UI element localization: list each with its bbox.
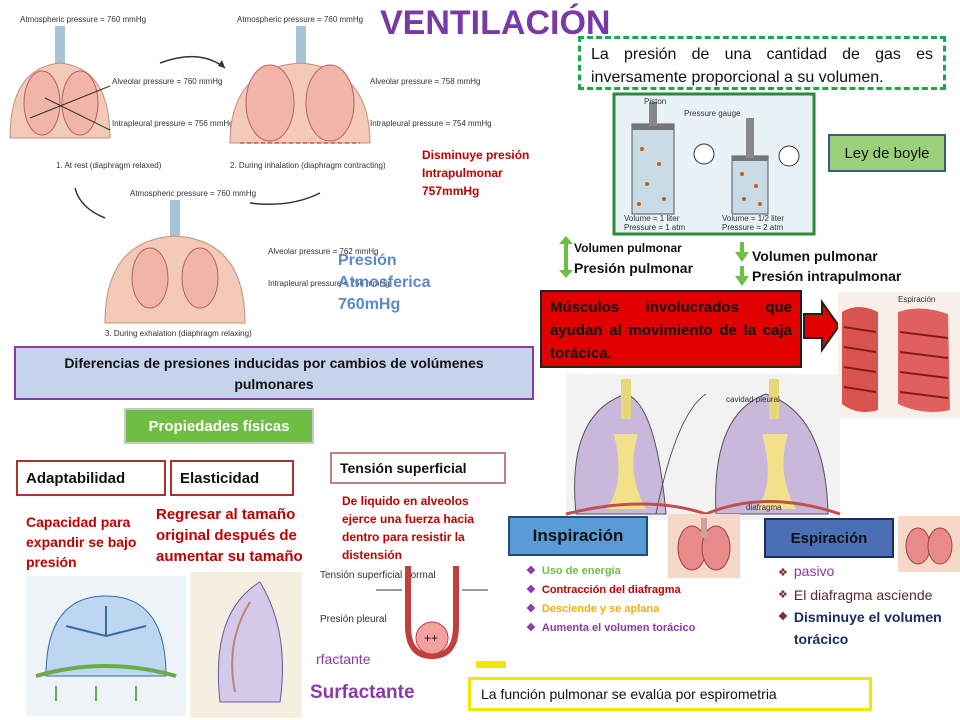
gauge-label: Pressure gauge bbox=[684, 109, 741, 118]
sf-label: rfactante bbox=[316, 651, 371, 667]
atm-label-3: Atmospheric pressure = 760 mmHg bbox=[130, 189, 256, 198]
caption-rest: 1. At rest (diaphragm relaxed) bbox=[56, 161, 162, 170]
lungs-panel-inhalation: Atmospheric pressure = 760 mmHg Alveolar… bbox=[229, 15, 492, 170]
boyle-statement: La presión de una cantidad de gas es inv… bbox=[578, 36, 946, 90]
pressure-1: Pressure = 1 atm bbox=[624, 223, 685, 232]
pressure-2: Pressure = 2 atm bbox=[722, 223, 783, 232]
insp-item: ❖Uso de energía bbox=[526, 565, 621, 577]
note-line: 757mmHg bbox=[422, 184, 480, 198]
ts-label: Tensión superficial normal bbox=[320, 570, 436, 581]
diferencias-box: Diferencias de presiones inducidas por c… bbox=[14, 346, 534, 400]
surfactant-figure: Tensión superficial normal Presión pleur… bbox=[316, 566, 506, 668]
thorax-muscles-image: Espiración bbox=[838, 292, 960, 418]
cavidad-label: cavidad pleural bbox=[726, 395, 780, 404]
adaptabilidad-desc: Capacidad para expandir se bajo presión bbox=[26, 512, 136, 572]
propiedades-fisicas-label: Propiedades físicas bbox=[124, 408, 314, 444]
desc-line: distensión bbox=[342, 548, 403, 562]
ley-boyle-label: Ley de boyle bbox=[828, 134, 946, 172]
desc-line: ejerce una fuerza hacia bbox=[342, 512, 475, 526]
volume-1: Volume = 1 liter bbox=[624, 214, 680, 223]
expiration-lungs-image bbox=[898, 516, 960, 572]
note-line: 760mHg bbox=[338, 296, 401, 313]
lungs-panel-exhalation: Atmospheric pressure = 760 mmHg Alveolar… bbox=[104, 189, 390, 338]
insp-item: ❖Contracción del diafragma bbox=[526, 584, 681, 596]
desc-line: Regresar al tamaño bbox=[156, 506, 296, 523]
insp-item: ❖Aumenta el volumen torácico bbox=[526, 622, 696, 634]
intrapleural-label-1: Intrapleural pressure = 756 mmHg bbox=[112, 119, 234, 128]
adaptabilidad-label: Adaptabilidad bbox=[16, 460, 166, 496]
vol-line: Volumen pulmonar bbox=[574, 241, 682, 255]
alveolar-label-2: Alveolar pressure = 758 mmHg bbox=[370, 77, 481, 86]
alveolar-label-1: Alveolar pressure = 760 mmHg bbox=[112, 77, 223, 86]
desc-line: expandir se bajo bbox=[26, 534, 137, 550]
tension-desc: De liquido en alveolos ejerce una fuerza… bbox=[342, 492, 474, 564]
lungs-diaphragm-figure: cavidad pleural diafragma bbox=[565, 374, 841, 520]
alveolus-expansion-image bbox=[26, 576, 186, 716]
vol-line: Presión pulmonar bbox=[574, 260, 694, 276]
espiracion-list: ❖pasivo ❖El diafragma asciende ❖Disminuy… bbox=[778, 560, 948, 650]
piston-label: Piston bbox=[644, 97, 666, 106]
vol-line: Presión intrapulmonar bbox=[752, 268, 902, 284]
esp-item: ❖pasivo bbox=[778, 563, 835, 579]
surfactante-label: Surfactante bbox=[310, 682, 415, 703]
atm-label-1: Atmospheric pressure = 760 mmHg bbox=[20, 15, 146, 24]
esp-item: ❖Disminuye el volumen torácico bbox=[778, 609, 942, 647]
vol-down-text: Volumen pulmonar Presión intrapulmonar bbox=[752, 246, 901, 286]
caption-inhalation: 2. During inhalation (diaphragm contract… bbox=[230, 161, 386, 170]
atm-label-2: Atmospheric pressure = 760 mmHg bbox=[237, 15, 363, 24]
down-arrows-icon bbox=[735, 242, 749, 286]
inspiracion-list: ❖Uso de energía ❖Contracción del diafrag… bbox=[526, 562, 695, 638]
insp-item: ❖Desciende y se aplana bbox=[526, 603, 660, 615]
arrow-right-icon bbox=[803, 298, 841, 354]
alveolar-label-3: Alveolar pressure = 762 mmHg bbox=[268, 247, 379, 256]
desc-line: presión bbox=[26, 554, 77, 570]
elasticidad-label: Elasticidad bbox=[170, 460, 294, 496]
funcion-pulmonar-box: La función pulmonar se evalúa por espiro… bbox=[468, 677, 872, 711]
page-title: VENTILACIÓN bbox=[380, 4, 611, 42]
note-atmosferica: Presión Atmosferica 760mHg bbox=[338, 250, 430, 316]
svg-text:++: ++ bbox=[424, 631, 438, 645]
muscle-header: Espiración bbox=[898, 295, 935, 304]
intrapleural-label-3: Intrapleural pressure = 756 mmHg bbox=[268, 279, 390, 288]
tension-superficial-label: Tensión superficial bbox=[330, 452, 506, 484]
desc-line: aumentar su tamaño bbox=[156, 548, 303, 565]
lungs-panel-rest: Atmospheric pressure = 760 mmHg Alveolar… bbox=[9, 15, 234, 170]
caption-exhalation: 3. During exhalation (diaphragm relaxing… bbox=[105, 329, 252, 338]
diafragma-label: diafragma bbox=[746, 503, 782, 512]
inspiration-lungs-image bbox=[668, 514, 740, 578]
note-line: Atmosferica bbox=[338, 274, 431, 291]
desc-line: original después de bbox=[156, 527, 297, 544]
pressure-lungs-figure: Atmospheric pressure = 760 mmHg Alveolar… bbox=[9, 15, 492, 338]
esp-item: ❖El diafragma asciende bbox=[778, 587, 933, 603]
boyle-figure: Piston Pressure gauge Volume = 1 liter P… bbox=[612, 92, 816, 236]
elasticidad-desc: Regresar al tamaño original después de a… bbox=[156, 504, 303, 567]
note-line: Disminuye presión bbox=[422, 148, 530, 162]
espiracion-label: Espiración bbox=[764, 518, 894, 558]
vol-line: Volumen pulmonar bbox=[752, 248, 878, 264]
note-line: Presión bbox=[338, 252, 397, 269]
elastic-lung-image bbox=[190, 572, 302, 718]
up-down-arrow-icon bbox=[559, 236, 573, 278]
musculos-box: Músculos involucrados que ayudan al movi… bbox=[540, 290, 802, 368]
desc-line: De liquido en alveolos bbox=[342, 494, 469, 508]
vol-up-text: Volumen pulmonar Presión pulmonar bbox=[574, 238, 693, 278]
note-disminuye: Disminuye presión Intrapulmonar 757mmHg bbox=[422, 146, 529, 200]
volume-2: Volume = 1/2 liter bbox=[722, 214, 784, 223]
intrapleural-label-2: Intrapleural pressure = 754 mmHg bbox=[370, 119, 492, 128]
note-line: Intrapulmonar bbox=[422, 166, 503, 180]
pp-label: Presión pleural bbox=[320, 614, 387, 625]
desc-line: Capacidad para bbox=[26, 514, 131, 530]
inspiracion-label: Inspiración bbox=[508, 516, 648, 556]
desc-line: dentro para resistir la bbox=[342, 530, 465, 544]
